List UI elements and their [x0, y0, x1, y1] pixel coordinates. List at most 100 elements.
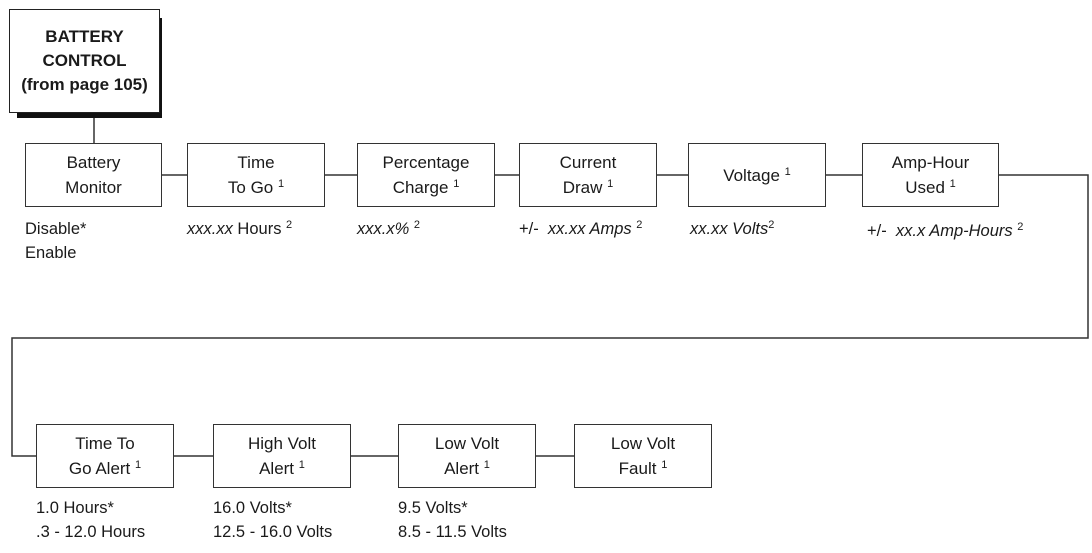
- node-label-line: Fault 1: [619, 456, 668, 481]
- node-label-text: Monitor: [65, 178, 122, 197]
- option-line: xxx.x% 2: [357, 217, 420, 241]
- footnote-marker: 1: [784, 165, 791, 178]
- node-label-text: Alert: [259, 459, 295, 478]
- node-label-line: High Volt: [248, 431, 316, 456]
- node-label-text: Voltage: [723, 165, 780, 185]
- node-label-line: Monitor: [65, 175, 122, 200]
- option-text: 8.5 - 11.5 Volts: [398, 523, 507, 541]
- option-line: Enable: [25, 241, 86, 265]
- node-label-line: Current: [560, 150, 617, 175]
- option-text: 12.5 - 16.0 Volts: [213, 523, 333, 541]
- node-label-line: Charge 1: [393, 175, 460, 200]
- node-label-text: Go Alert: [68, 459, 131, 478]
- option-line: 1.0 Hours*: [36, 496, 145, 520]
- options-time-to-go: xxx.xx Hours 2: [187, 217, 292, 241]
- option-text: Disable*: [25, 220, 87, 238]
- options-low-volt-alert: 9.5 Volts* 8.5 - 11.5 Volts: [398, 496, 507, 544]
- node-label-line: To Go 1: [228, 175, 284, 200]
- option-line: 16.0 Volts*: [213, 496, 332, 520]
- node-voltage: Voltage 1: [688, 143, 826, 207]
- option-line: 9.5 Volts*: [398, 496, 507, 520]
- footnote-marker: 1: [453, 178, 460, 190]
- node-label-line: Draw 1: [563, 175, 614, 200]
- footnote-marker: 1: [277, 178, 285, 190]
- option-value-placeholder: xx.xx Volts: [690, 220, 769, 238]
- option-line: xxx.xx Hours 2: [187, 217, 292, 241]
- node-label-line: Battery: [67, 150, 121, 175]
- footnote-marker: 2: [286, 219, 293, 231]
- root-node-battery-control: BATTERY CONTROL (from page 105): [9, 9, 160, 113]
- node-label-text: Charge: [392, 178, 449, 197]
- footnote-marker: 2: [413, 219, 420, 231]
- node-label-text: Time To: [75, 434, 135, 453]
- footnote-marker: 1: [298, 459, 305, 471]
- node-label-line: Used 1: [905, 175, 956, 200]
- option-line: 12.5 - 16.0 Volts: [213, 520, 332, 544]
- node-label-text: Used: [905, 178, 945, 197]
- footnote-marker: 1: [661, 459, 668, 471]
- footnote-marker: 2: [768, 219, 775, 231]
- node-label-line: Low Volt: [611, 431, 675, 456]
- node-label-text: Current: [559, 153, 617, 172]
- node-label-line: Voltage 1: [723, 163, 791, 188]
- footnote-marker: 2: [636, 219, 643, 231]
- options-percentage-charge: xxx.x% 2: [357, 217, 420, 241]
- options-current-draw: +/- xx.xx Amps 2: [519, 217, 642, 241]
- node-label-text: Low Volt: [434, 434, 500, 453]
- node-time-to-go-alert: Time To Go Alert 1: [36, 424, 174, 488]
- option-value-placeholder: xxx.x%: [357, 220, 410, 238]
- options-battery-monitor: Disable* Enable: [25, 217, 86, 265]
- node-time-to-go: Time To Go 1: [187, 143, 325, 207]
- node-label-text: High Volt: [247, 434, 317, 453]
- option-value-placeholder: xxx.xx: [187, 220, 233, 238]
- node-label-text: To Go: [227, 178, 274, 197]
- option-value-placeholder: xx.xx Amps: [547, 220, 632, 238]
- root-title-line-1: BATTERY: [45, 27, 124, 46]
- options-high-volt-alert: 16.0 Volts* 12.5 - 16.0 Volts: [213, 496, 332, 544]
- options-time-to-go-alert: 1.0 Hours* .3 - 12.0 Hours: [36, 496, 145, 544]
- node-label-text: Draw: [562, 178, 603, 197]
- option-text: +/-: [867, 222, 896, 240]
- option-text: .3 - 12.0 Hours: [36, 523, 146, 541]
- node-label-text: Battery: [66, 153, 121, 172]
- option-text: 9.5 Volts*: [398, 499, 468, 517]
- option-line: .3 - 12.0 Hours: [36, 520, 145, 544]
- option-line: Disable*: [25, 217, 86, 241]
- option-line: +/- xx.xx Amps 2: [519, 217, 642, 241]
- node-label-text: Alert: [444, 459, 480, 478]
- option-value-placeholder: xx.x Amp-Hours: [895, 222, 1013, 240]
- option-text: 16.0 Volts*: [213, 499, 292, 517]
- root-title-line-3: (from page 105): [21, 75, 148, 94]
- option-line: 8.5 - 11.5 Volts: [398, 520, 507, 544]
- node-label-text: Percentage: [382, 153, 470, 172]
- node-label-line: Percentage: [383, 150, 470, 175]
- option-line: +/- xx.x Amp-Hours 2: [867, 219, 1023, 243]
- options-amp-hour-used: +/- xx.x Amp-Hours 2: [867, 219, 1023, 243]
- footnote-marker: 1: [135, 459, 142, 471]
- node-label-text: Time: [237, 153, 275, 172]
- option-text: +/-: [519, 220, 548, 238]
- node-label-text: Amp-Hour: [891, 153, 970, 172]
- node-label-line: Alert 1: [259, 456, 305, 481]
- node-label-line: Low Volt: [435, 431, 499, 456]
- node-label-line: Go Alert 1: [69, 456, 141, 481]
- footnote-marker: 1: [607, 178, 614, 190]
- options-voltage: xx.xx Volts2: [690, 217, 774, 241]
- option-text: Enable: [25, 244, 77, 262]
- footnote-marker: 1: [483, 459, 490, 471]
- option-text: 1.0 Hours*: [36, 499, 114, 517]
- option-text: Hours: [232, 220, 287, 238]
- node-label-line: Amp-Hour: [892, 150, 969, 175]
- option-line: xx.xx Volts2: [690, 217, 774, 241]
- node-label-text: Fault: [618, 459, 657, 478]
- footnote-marker: 2: [1017, 221, 1024, 233]
- node-label-line: Time: [237, 150, 274, 175]
